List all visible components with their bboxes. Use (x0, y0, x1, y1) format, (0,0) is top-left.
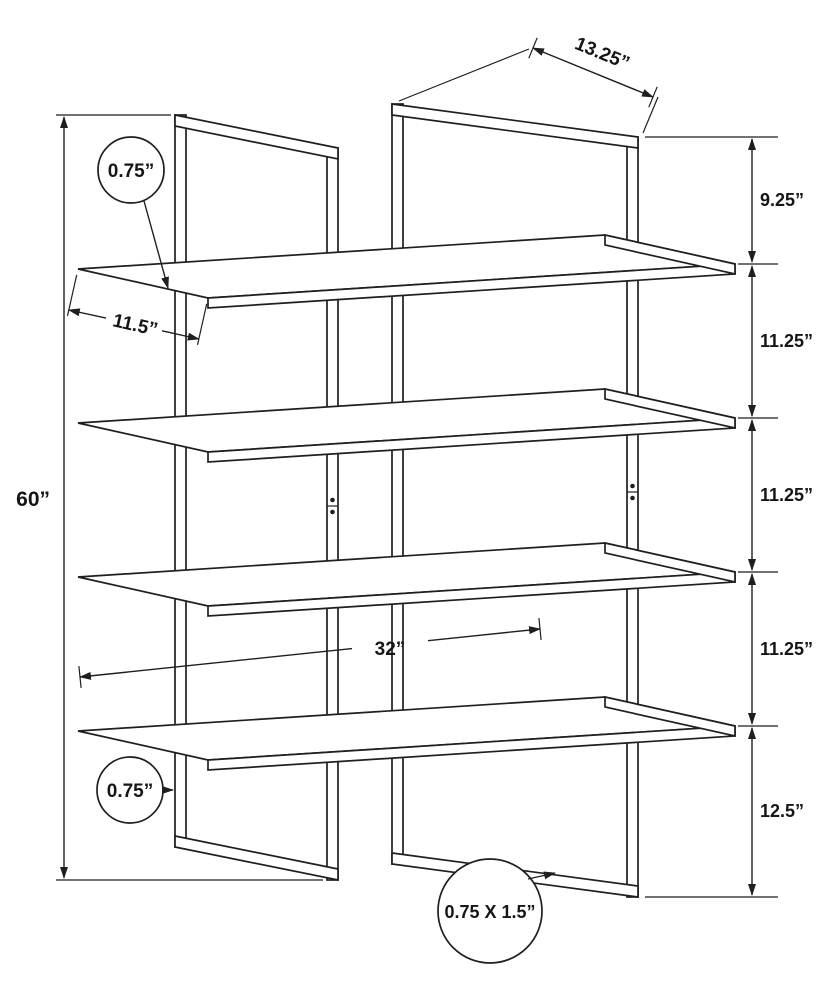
shelf-3-end-edge (604, 541, 736, 584)
shelf-4-end-edge (604, 695, 736, 738)
post-connector-details (327, 483, 638, 515)
spacing-label-1: 11.25” (760, 331, 813, 351)
shelf-thickness-callout-label: 0.75” (108, 161, 154, 182)
shelf-1 (77, 233, 736, 309)
left-frame-top-rail (174, 113, 339, 161)
tube-size-callout-circle (437, 858, 543, 964)
right-dimension-chain: 9.25” 11.25” 11.25” 11.25” 12.5” (645, 136, 813, 898)
shelf-thickness-callout-circle (97, 136, 165, 204)
spacing-label-0: 9.25” (760, 190, 804, 210)
width-dimension-label: 32” (375, 639, 406, 660)
bookcase-drawing (77, 103, 736, 898)
shelf-2 (77, 387, 736, 463)
spacing-label-4: 12.5” (760, 801, 804, 821)
shelf-depth-dimension-label: 11.5” (111, 310, 160, 340)
shelf-1-end-edge (604, 233, 736, 276)
width-dimension: 32” (78, 618, 542, 688)
right-frame-top-rail (391, 103, 639, 149)
shelf-4 (77, 695, 736, 771)
post-width-callout-label: 0.75” (107, 781, 153, 802)
callout-post-width: 0.75” (96, 756, 174, 824)
height-dimension-label: 60” (16, 488, 50, 511)
right-frame (391, 103, 639, 898)
height-dimension: 60” (16, 114, 323, 881)
tube-size-callout-label: 0.75 X 1.5” (444, 902, 535, 922)
shelf-3 (77, 541, 736, 617)
left-frame-bottom-rail (174, 834, 339, 882)
shelf-2-end-edge (604, 387, 736, 430)
callout-shelf-thickness: 0.75” (97, 136, 169, 289)
callout-tube-size: 0.75 X 1.5” (437, 858, 556, 964)
spacing-label-3: 11.25” (760, 639, 813, 659)
spacing-label-2: 11.25” (760, 485, 813, 505)
